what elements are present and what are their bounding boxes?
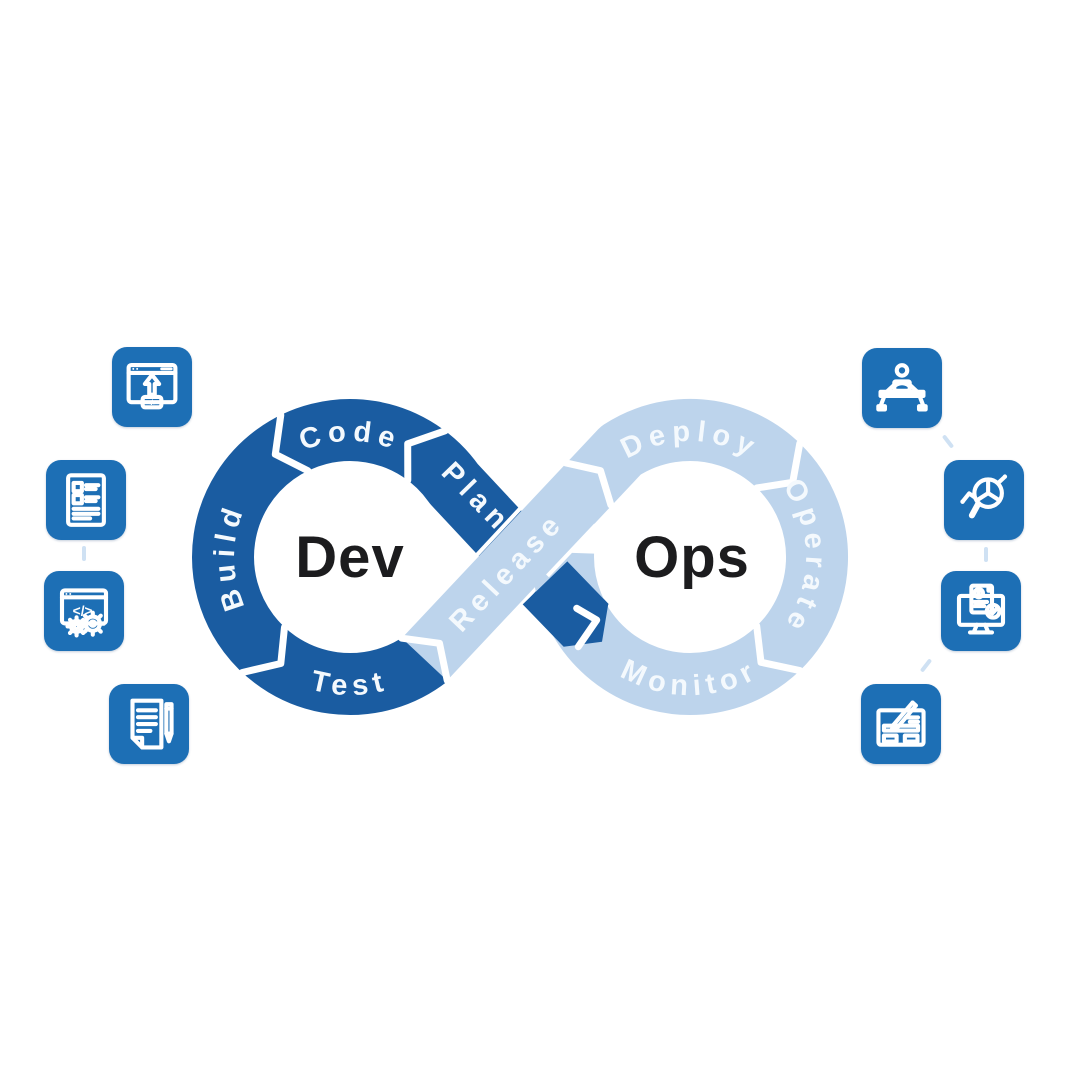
requirements-checklist-icon xyxy=(46,460,126,540)
document-pencil-icon xyxy=(109,684,189,764)
form-card xyxy=(876,708,926,747)
up-arrow xyxy=(142,372,162,397)
monitor-stand xyxy=(967,622,995,635)
desk-top xyxy=(878,389,926,399)
magnifier-handle xyxy=(968,500,982,519)
trend-line xyxy=(960,491,977,504)
form-field xyxy=(902,733,920,744)
pencil xyxy=(891,700,918,730)
segment-chevron-plan-code xyxy=(404,427,449,484)
code-build-gears-icon: </> xyxy=(44,571,124,651)
form-edit-icon xyxy=(861,684,941,764)
svg-text:</>: </> xyxy=(73,603,93,618)
segment-chevron-operate-monitor xyxy=(753,622,804,675)
analytics-magnifier-icon xyxy=(944,460,1024,540)
pie-chart-y xyxy=(975,478,1001,503)
release-band-edge-line xyxy=(446,481,546,588)
checklist-glyph xyxy=(66,473,106,527)
report-document xyxy=(969,583,995,615)
icon-connector-dash xyxy=(82,546,86,561)
code-window-gears-glyph: </> xyxy=(59,588,109,638)
segment-label-test: Test xyxy=(308,665,392,702)
icon-connector-dash xyxy=(984,547,988,562)
browser-deploy-icon: </> xyxy=(112,347,192,427)
form-field xyxy=(881,733,899,744)
ops-loop-ring xyxy=(401,398,849,715)
checkbox xyxy=(71,492,84,506)
magnifier-pie-chart-glyph xyxy=(960,474,1008,519)
document-outline xyxy=(130,698,164,750)
monitor-report-glyph xyxy=(956,583,1006,635)
svg-text:</>: </> xyxy=(146,398,158,407)
segment-chevron-deploy-operate xyxy=(753,439,804,492)
ops-center-label: Ops xyxy=(634,525,750,590)
form-pencil-glyph xyxy=(876,700,926,747)
release-band-edge-line xyxy=(546,523,598,578)
segment-chevron-release-deploy xyxy=(562,459,615,509)
document-pencil-glyph xyxy=(130,698,174,750)
dev-band-arrow-wedge xyxy=(522,561,609,647)
checkbox xyxy=(71,480,84,494)
code-tag-box xyxy=(140,394,164,410)
document-outline xyxy=(66,473,106,527)
monitor-report-icon xyxy=(941,571,1021,651)
dev-loop-ring xyxy=(192,399,609,715)
segment-chevron-test-release xyxy=(398,634,451,684)
segment-chevron-build-test xyxy=(238,623,288,676)
person-at-desk-glyph xyxy=(876,363,928,412)
operator-desk-icon xyxy=(862,348,942,428)
segment-chevron-monitor-band xyxy=(573,604,601,651)
check-badge xyxy=(984,602,1002,620)
dev-center-label: Dev xyxy=(295,525,404,590)
segment-chevron-code-build xyxy=(271,411,312,475)
browser-window xyxy=(126,362,178,405)
browser-deploy-glyph: </> xyxy=(126,362,178,410)
person-head xyxy=(894,363,910,378)
